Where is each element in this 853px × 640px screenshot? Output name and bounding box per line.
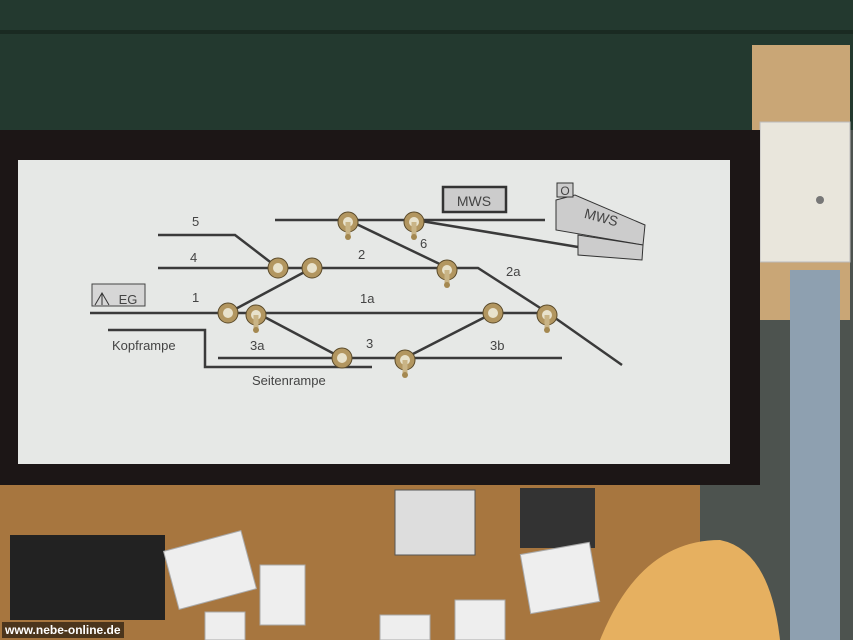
toggle-switch[interactable] (394, 349, 416, 378)
device (520, 488, 595, 548)
track-label-2a: 2a (506, 264, 521, 279)
screwdriver-set (394, 489, 476, 556)
chair (600, 540, 780, 640)
mws-marker: O (560, 184, 569, 198)
kopframpe-label: Kopframpe (112, 338, 176, 353)
mws-marker-box (556, 182, 574, 198)
seitenrampe-label: Seitenrampe (252, 373, 326, 388)
eg-box (91, 283, 146, 307)
mws-box-label: MWS (457, 193, 491, 209)
track-label-6: 6 (420, 236, 427, 251)
watermark: www.nebe-online.de (2, 622, 124, 638)
track-label-4: 4 (190, 250, 197, 265)
track-label-5: 5 (192, 214, 199, 229)
toggle-switch[interactable] (301, 257, 323, 279)
toggle-switch[interactable] (403, 211, 425, 240)
toggle-switch[interactable] (217, 302, 239, 324)
transformer (10, 535, 165, 620)
track-label-3b: 3b (490, 338, 504, 353)
paper-cards (162, 530, 601, 640)
toggle-switch[interactable] (337, 211, 359, 240)
toggle-switch[interactable] (482, 302, 504, 324)
toggle-switch[interactable] (267, 257, 289, 279)
toggle-switch[interactable] (331, 347, 353, 369)
track-label-1: 1 (192, 290, 199, 305)
eg-label: EG (119, 292, 138, 307)
toggle-switch[interactable] (436, 259, 458, 288)
track-label-3: 3 (366, 336, 373, 351)
metal-stand (790, 270, 840, 640)
track-label-1a: 1a (360, 291, 375, 306)
toggle-switch[interactable] (245, 304, 267, 333)
mws-box (441, 185, 508, 214)
track-label-3a: 3a (250, 338, 265, 353)
toggle-switch[interactable] (536, 304, 558, 333)
green-wall (0, 0, 853, 130)
switch-box (759, 121, 851, 263)
track-label-2: 2 (358, 247, 365, 262)
